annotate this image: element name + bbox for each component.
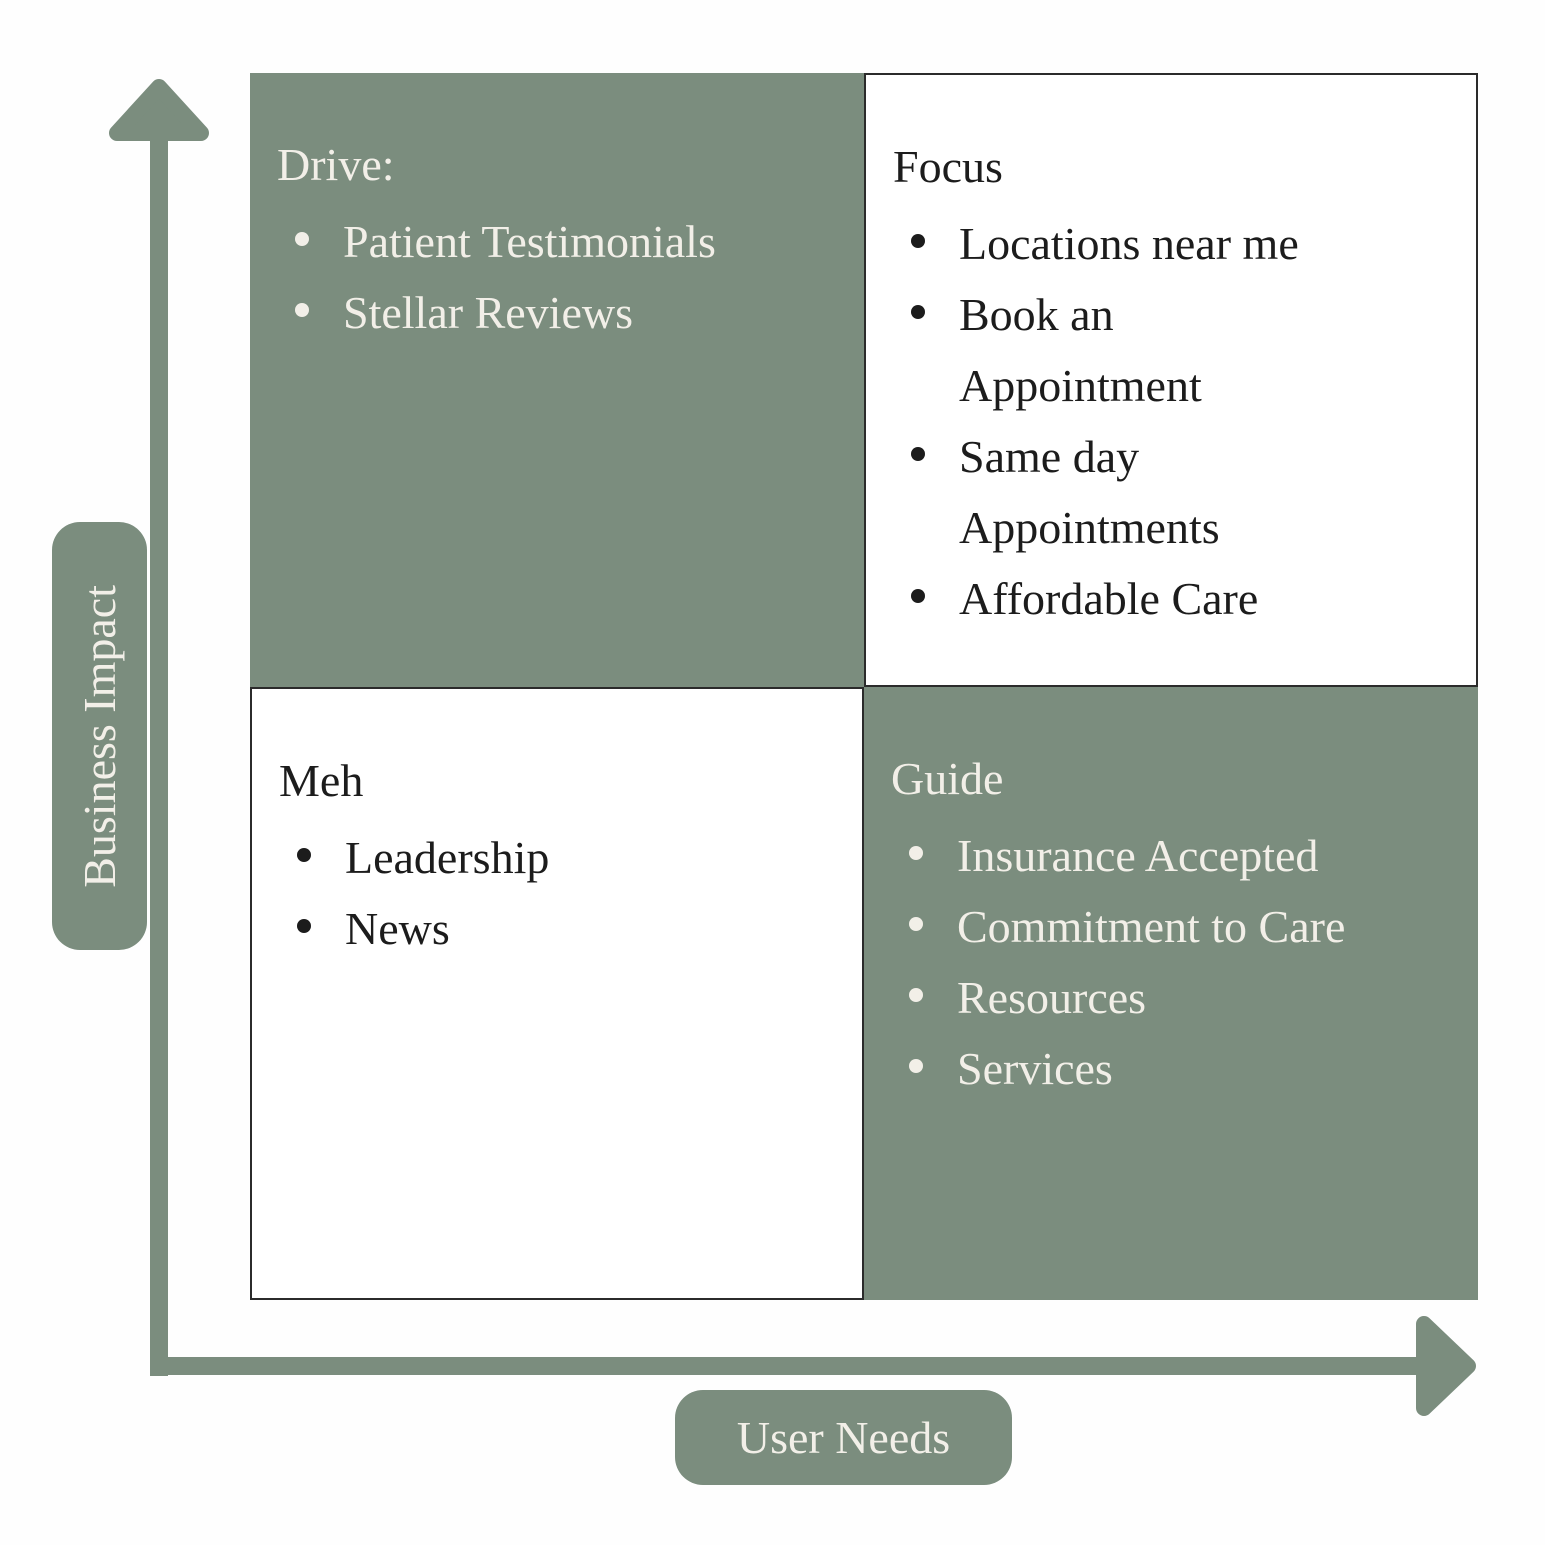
list-item: Resources [891, 962, 1448, 1033]
list-item: Same day Appointments [893, 421, 1446, 563]
x-axis [150, 1316, 1476, 1416]
y-axis [109, 79, 209, 1376]
list-item: News [279, 893, 832, 964]
x-axis-arrowhead-icon [1416, 1316, 1476, 1416]
list-item: Locations near me [893, 208, 1446, 279]
list-item: Leadership [279, 822, 832, 893]
list-item: Stellar Reviews [277, 277, 834, 348]
list-item: Patient Testimonials [277, 206, 834, 277]
quadrant-title: Guide [891, 752, 1004, 804]
list-item: Services [891, 1033, 1448, 1104]
x-axis-label: User Needs [736, 1412, 951, 1463]
quadrant-title: Focus [893, 141, 1003, 192]
x-axis-line [150, 1357, 1422, 1375]
list-item: Book an Appointment [893, 279, 1446, 421]
list-item: Commitment to Care [891, 891, 1448, 962]
list-item: Affordable Care [893, 563, 1446, 634]
y-axis-label: Business Impact [74, 584, 125, 888]
quadrant-title: Meh [279, 754, 364, 806]
y-axis-line [150, 115, 168, 1376]
y-axis-arrowhead-icon [109, 79, 209, 141]
y-axis-label-pill: Business Impact [52, 522, 147, 950]
quadrant-title: Drive: [277, 139, 395, 190]
list-item: Insurance Accepted [891, 820, 1448, 891]
x-axis-label-pill: User Needs [675, 1390, 1012, 1485]
